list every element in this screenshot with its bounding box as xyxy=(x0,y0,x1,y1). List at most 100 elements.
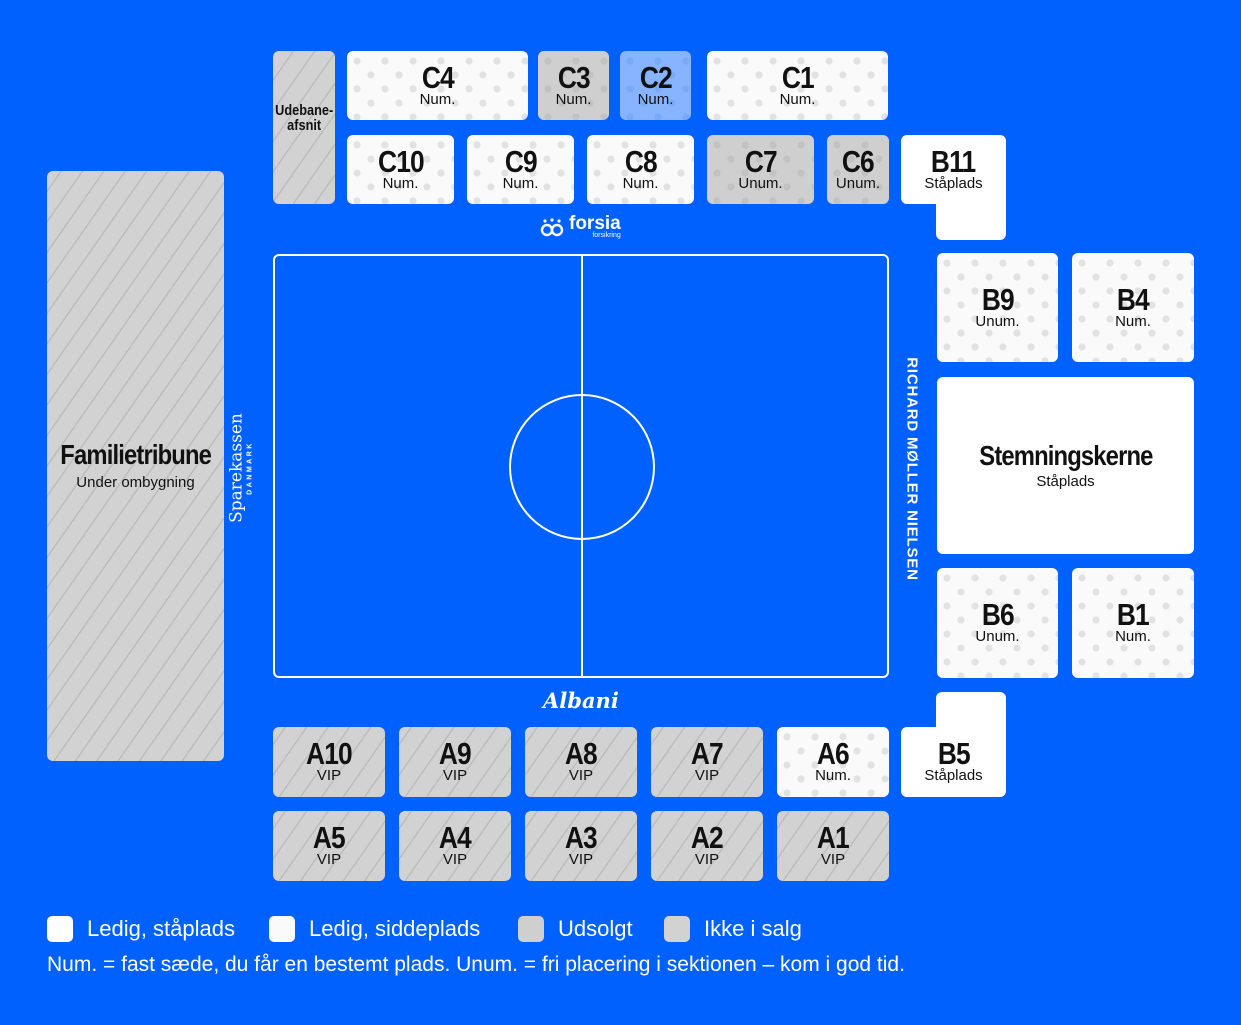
section-b6[interactable]: B6 Unum. xyxy=(937,568,1058,678)
section-c4[interactable]: C4 Num. xyxy=(347,51,528,120)
section-a3[interactable]: A3 VIP xyxy=(525,811,637,881)
forsia-icon xyxy=(540,217,564,236)
section-c6-name: C6 xyxy=(841,143,875,179)
section-c7-name: C7 xyxy=(744,143,777,179)
section-a9-type: VIP xyxy=(442,767,468,784)
section-away[interactable]: Udebane- afsnit xyxy=(273,51,335,204)
section-c2-type: Num. xyxy=(637,90,674,108)
section-b9[interactable]: B9 Unum. xyxy=(937,253,1058,362)
section-c10[interactable]: C10 Num. xyxy=(347,135,454,204)
legend-label-not-for-sale: Ikke i salg xyxy=(704,916,802,941)
sponsor-sparekassen-name: Sparekassen xyxy=(226,413,247,523)
section-a6-type: Num. xyxy=(815,767,851,784)
section-b5-name: B5 xyxy=(937,736,970,771)
sponsor-sparekassen-sub: DANMARK xyxy=(246,441,254,495)
section-a9[interactable]: A9 VIP xyxy=(399,727,511,797)
section-c3[interactable]: C3 Num. xyxy=(538,51,609,120)
section-a9-name: A9 xyxy=(438,736,472,771)
section-b4[interactable]: B4 Num. xyxy=(1072,253,1194,362)
section-a3-name: A3 xyxy=(564,820,598,855)
section-a2[interactable]: A2 VIP xyxy=(651,811,763,881)
section-c1-type: Num. xyxy=(779,90,816,108)
section-c9-name: C9 xyxy=(504,143,537,179)
legend-label-seated: Ledig, siddeplads xyxy=(309,916,481,941)
section-b6-name: B6 xyxy=(981,597,1014,632)
legend-swatch-standing xyxy=(47,916,73,942)
section-c2-name: C2 xyxy=(639,59,672,95)
section-b11[interactable]: B11 Ståplads xyxy=(901,135,1006,204)
section-familietribune-status: Under ombygning xyxy=(76,474,195,491)
section-c4-type: Num. xyxy=(419,90,456,108)
section-a6[interactable]: A6 Num. xyxy=(777,727,889,797)
section-c1[interactable]: C1 Num. xyxy=(707,51,888,120)
section-c6[interactable]: C6 Unum. xyxy=(827,135,889,204)
section-stemningskerne-name: Stemningskerne xyxy=(978,439,1153,471)
football-pitch xyxy=(273,254,889,678)
section-b1-type: Num. xyxy=(1115,628,1151,645)
section-c4-name: C4 xyxy=(421,59,454,95)
section-a6-name: A6 xyxy=(816,736,850,771)
sponsor-albani-logo: Albani xyxy=(543,688,619,713)
section-a8[interactable]: A8 VIP xyxy=(525,727,637,797)
legend-swatch-seated xyxy=(269,916,295,942)
legend-label-sold-out: Udsolgt xyxy=(558,916,633,941)
section-stemningskerne-type: Ståplads xyxy=(1036,472,1095,490)
legend-swatch-sold-out xyxy=(518,916,544,942)
section-b1-name: B1 xyxy=(1116,597,1150,632)
section-a5[interactable]: A5 VIP xyxy=(273,811,385,881)
section-a2-name: A2 xyxy=(690,820,724,855)
sponsor-forsia-logo: forsia forsikring xyxy=(540,213,621,240)
section-b11-name: B11 xyxy=(931,143,976,179)
section-a2-type: VIP xyxy=(694,851,720,868)
section-a8-name: A8 xyxy=(564,736,598,771)
section-a7-type: VIP xyxy=(694,767,720,784)
section-a7[interactable]: A7 VIP xyxy=(651,727,763,797)
section-b11-type: Ståplads xyxy=(924,174,983,192)
section-familietribune-name: Familietribune xyxy=(60,439,212,470)
section-a10-name: A10 xyxy=(306,736,353,771)
seating-note: Num. = fast sæde, du får en bestemt plad… xyxy=(47,953,905,976)
section-familietribune[interactable]: Familietribune Under ombygning xyxy=(47,171,224,761)
section-c10-type: Num. xyxy=(382,174,419,192)
legend-item-standing: Ledig, ståplads xyxy=(47,914,235,944)
section-a5-type: VIP xyxy=(316,851,342,868)
section-b5-type: Ståplads xyxy=(924,767,983,784)
section-a4-name: A4 xyxy=(438,820,472,855)
section-a10-type: VIP xyxy=(316,767,342,784)
section-a10[interactable]: A10 VIP xyxy=(273,727,385,797)
section-b4-type: Num. xyxy=(1115,312,1151,330)
section-a7-name: A7 xyxy=(690,736,724,771)
section-c1-name: C1 xyxy=(781,59,814,95)
legend-item-sold-out: Udsolgt xyxy=(518,914,633,944)
sponsor-forsia-name: forsia xyxy=(569,213,621,234)
section-a5-name: A5 xyxy=(312,820,346,855)
section-c2[interactable]: C2 Num. xyxy=(620,51,691,120)
section-b9-name: B9 xyxy=(981,281,1014,317)
section-a1-name: A1 xyxy=(816,820,850,855)
section-c8-name: C8 xyxy=(624,143,657,179)
section-c6-type: Unum. xyxy=(835,174,881,192)
section-a1[interactable]: A1 VIP xyxy=(777,811,889,881)
section-away-name: Udebane- afsnit xyxy=(274,101,334,134)
section-stemningskerne[interactable]: Stemningskerne Ståplads xyxy=(937,377,1194,554)
section-c9[interactable]: C9 Num. xyxy=(467,135,574,204)
section-c8[interactable]: C8 Num. xyxy=(587,135,694,204)
section-c7-type: Unum. xyxy=(738,174,783,192)
section-b4-name: B4 xyxy=(1116,281,1150,317)
legend-item-not-for-sale: Ikke i salg xyxy=(664,914,802,944)
section-b1[interactable]: B1 Num. xyxy=(1072,568,1194,678)
legend-label-standing: Ledig, ståplads xyxy=(87,916,235,941)
section-a4-type: VIP xyxy=(442,851,468,868)
section-c7[interactable]: C7 Unum. xyxy=(707,135,814,204)
section-b5[interactable]: B5 Ståplads xyxy=(901,727,1006,797)
section-b6-type: Unum. xyxy=(975,628,1020,645)
section-c10-name: C10 xyxy=(377,143,425,179)
section-b9-type: Unum. xyxy=(975,312,1020,330)
section-c3-name: C3 xyxy=(557,59,590,95)
sponsor-forsia-sub: forsikring xyxy=(592,232,621,239)
legend-swatch-not-for-sale xyxy=(664,916,690,942)
section-c3-type: Num. xyxy=(555,90,592,108)
section-c9-type: Num. xyxy=(502,174,539,192)
section-a4[interactable]: A4 VIP xyxy=(399,811,511,881)
section-a8-type: VIP xyxy=(568,767,594,784)
